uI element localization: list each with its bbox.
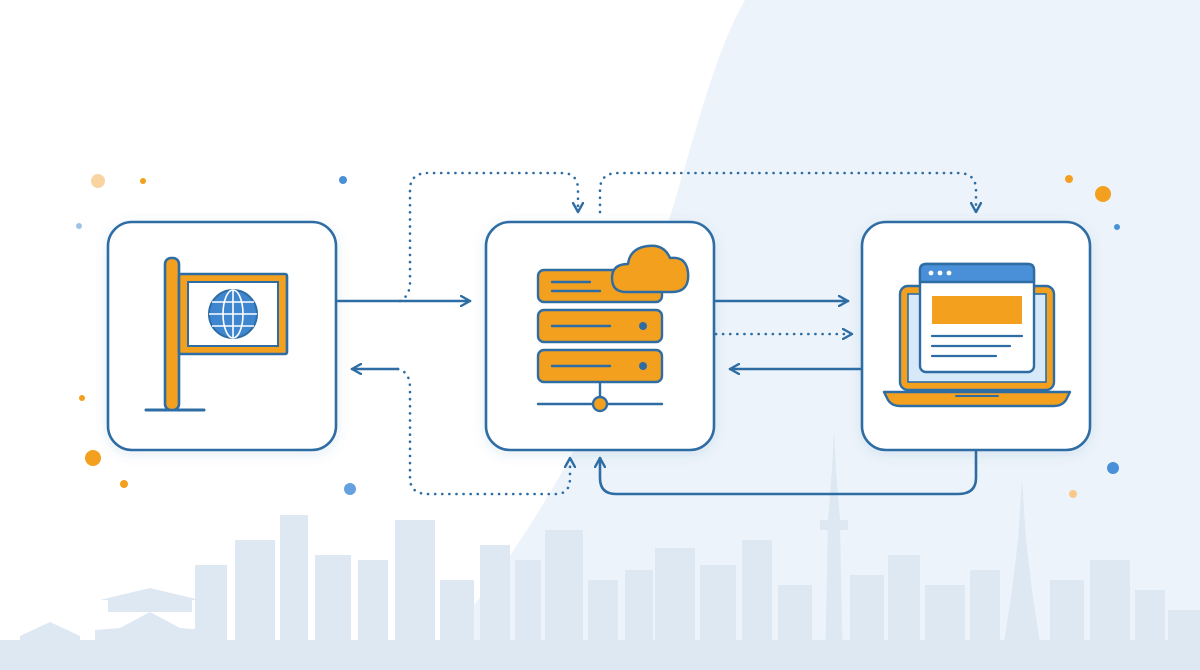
flag-with-globe-icon [144,256,289,412]
arrow-top-loop-flag-to-server [398,171,578,303]
arrow-top-loop-server-to-laptop [598,171,976,214]
connections [336,171,978,496]
laptop-node [860,220,1092,452]
laptop-browser-icon [882,262,1072,408]
server-node [484,220,716,452]
globe-icon [208,289,258,339]
arrow-bottom-loop-flag-to-server [396,367,570,496]
arrow-bottom-loop-laptop-to-server [600,448,978,496]
cloud-icon [610,244,690,294]
city-skyline [0,430,1200,670]
flag-node [106,220,338,452]
background-shape [420,0,1200,670]
browser-window-icon [918,262,1036,374]
server-stack-with-cloud-icon [536,244,690,413]
